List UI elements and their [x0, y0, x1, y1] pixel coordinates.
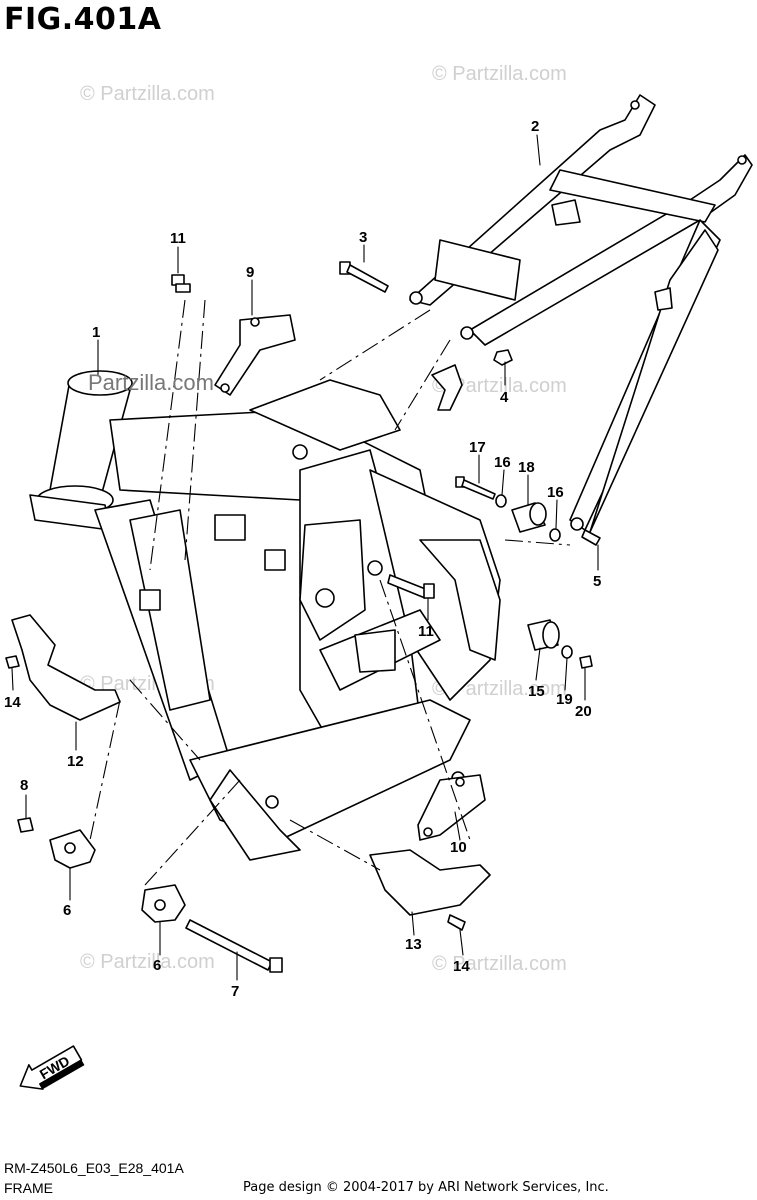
watermark: © Partzilla.com — [432, 953, 567, 975]
bolt-14-right — [447, 914, 466, 931]
bracket-6-upper — [49, 829, 96, 869]
bolt-17 — [455, 476, 496, 500]
main-frame — [29, 370, 501, 861]
callout-16: 16 — [547, 484, 564, 501]
callout-6: 6 — [153, 957, 161, 974]
bolt-7 — [185, 919, 283, 973]
bracket-10 — [417, 774, 486, 841]
watermark: © Partzilla.com — [80, 951, 215, 973]
rear-subframe — [409, 94, 753, 533]
callout-18: 18 — [518, 459, 535, 476]
callout-6: 6 — [63, 902, 71, 919]
callout-9: 9 — [246, 264, 254, 281]
bolt-11-lower — [387, 574, 435, 599]
callout-14: 14 — [453, 958, 470, 975]
fwd-arrow-icon: FWD — [19, 1045, 85, 1090]
figure-name: FRAME — [4, 1180, 53, 1196]
nut-14-left — [5, 655, 20, 669]
figure-title: FIG.401A — [4, 2, 162, 37]
callout-15: 15 — [528, 683, 545, 700]
nut-20 — [579, 655, 593, 669]
bolt-11-upper — [171, 274, 191, 293]
watermark: © Partzilla.com — [80, 83, 215, 105]
callout-17: 17 — [469, 439, 486, 456]
callout-20: 20 — [575, 703, 592, 720]
bolt-3 — [339, 261, 389, 293]
callout-4: 4 — [500, 389, 509, 406]
figure-code: RM-Z450L6_E03_E28_401A — [4, 1160, 184, 1176]
nut-4 — [493, 349, 513, 366]
callout-13: 13 — [405, 936, 422, 953]
callout-12: 12 — [67, 753, 84, 770]
bracket-6-lower — [141, 884, 186, 923]
partzilla-watermark: Partzilla.com — [88, 370, 214, 395]
callout-5: 5 — [593, 573, 601, 590]
callout-labels: 1 2 3 4 5 6 6 7 8 9 10 11 11 12 13 14 14… — [4, 118, 601, 1000]
guard-13 — [369, 849, 491, 916]
callout-14: 14 — [4, 694, 21, 711]
leader-lines — [89, 299, 571, 886]
nut-8 — [17, 817, 34, 833]
bolt-5 — [581, 529, 601, 546]
washer-19 — [561, 645, 573, 659]
callout-11: 11 — [170, 230, 186, 247]
callout-7: 7 — [231, 983, 239, 1000]
callout-2: 2 — [531, 118, 539, 135]
callout-11: 11 — [418, 623, 434, 640]
callout-16: 16 — [494, 454, 511, 471]
bushing-15 — [527, 619, 560, 651]
callout-19: 19 — [556, 691, 573, 708]
copyright-credit: Page design © 2004-2017 by ARI Network S… — [243, 1180, 609, 1195]
bracket-9 — [214, 314, 296, 396]
callout-leaders — [11, 134, 599, 981]
bracket-lower-right — [431, 364, 463, 411]
callout-8: 8 — [20, 777, 28, 794]
washer-16 — [495, 494, 561, 542]
guard-12 — [11, 614, 121, 721]
watermark: © Partzilla.com — [432, 63, 567, 85]
bushing-18 — [511, 502, 547, 533]
callout-10: 10 — [450, 839, 467, 856]
watermark: © Partzilla.com — [432, 375, 567, 397]
callout-1: 1 — [92, 324, 100, 341]
callout-3: 3 — [359, 229, 367, 246]
